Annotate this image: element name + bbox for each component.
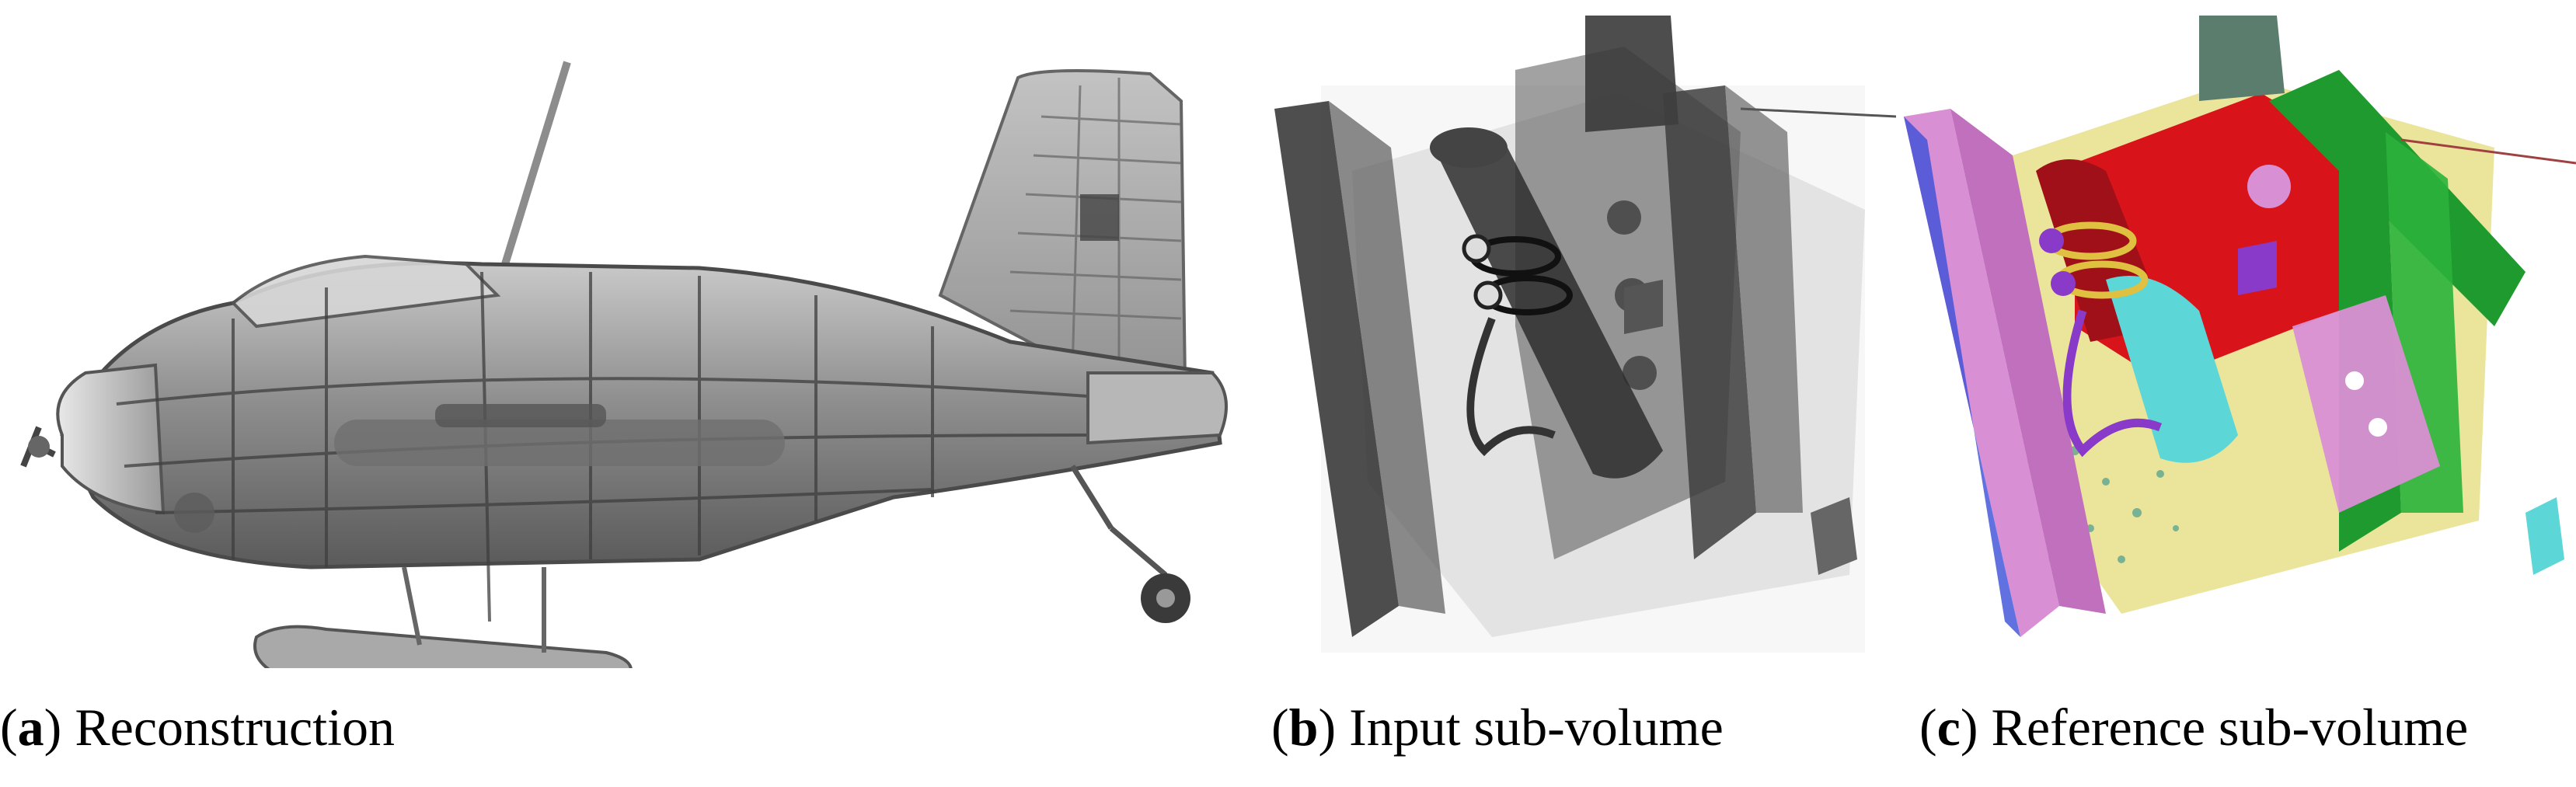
caption-b: (b) Input sub-volume (1271, 698, 1724, 757)
caption-a-text: Reconstruction (75, 698, 395, 757)
panel-c-reference-subvolume-image (1904, 16, 2576, 676)
caption-c-label: c (1936, 698, 1961, 757)
caption-c: (c) Reference sub-volume (1919, 698, 2469, 757)
panel-a-reconstruction-image (0, 31, 1251, 668)
caption-c-text: Reference sub-volume (1991, 698, 2469, 757)
caption-b-text: Input sub-volume (1349, 698, 1724, 757)
panel-b-input-subvolume-image (1259, 16, 1896, 676)
aircraft-render (20, 61, 1228, 668)
reference-subvolume-render (1904, 16, 2576, 637)
input-subvolume-render (1274, 16, 1896, 653)
caption-a-label: a (17, 698, 44, 757)
caption-a: (a) Reconstruction (0, 698, 395, 757)
caption-b-label: b (1288, 698, 1319, 757)
